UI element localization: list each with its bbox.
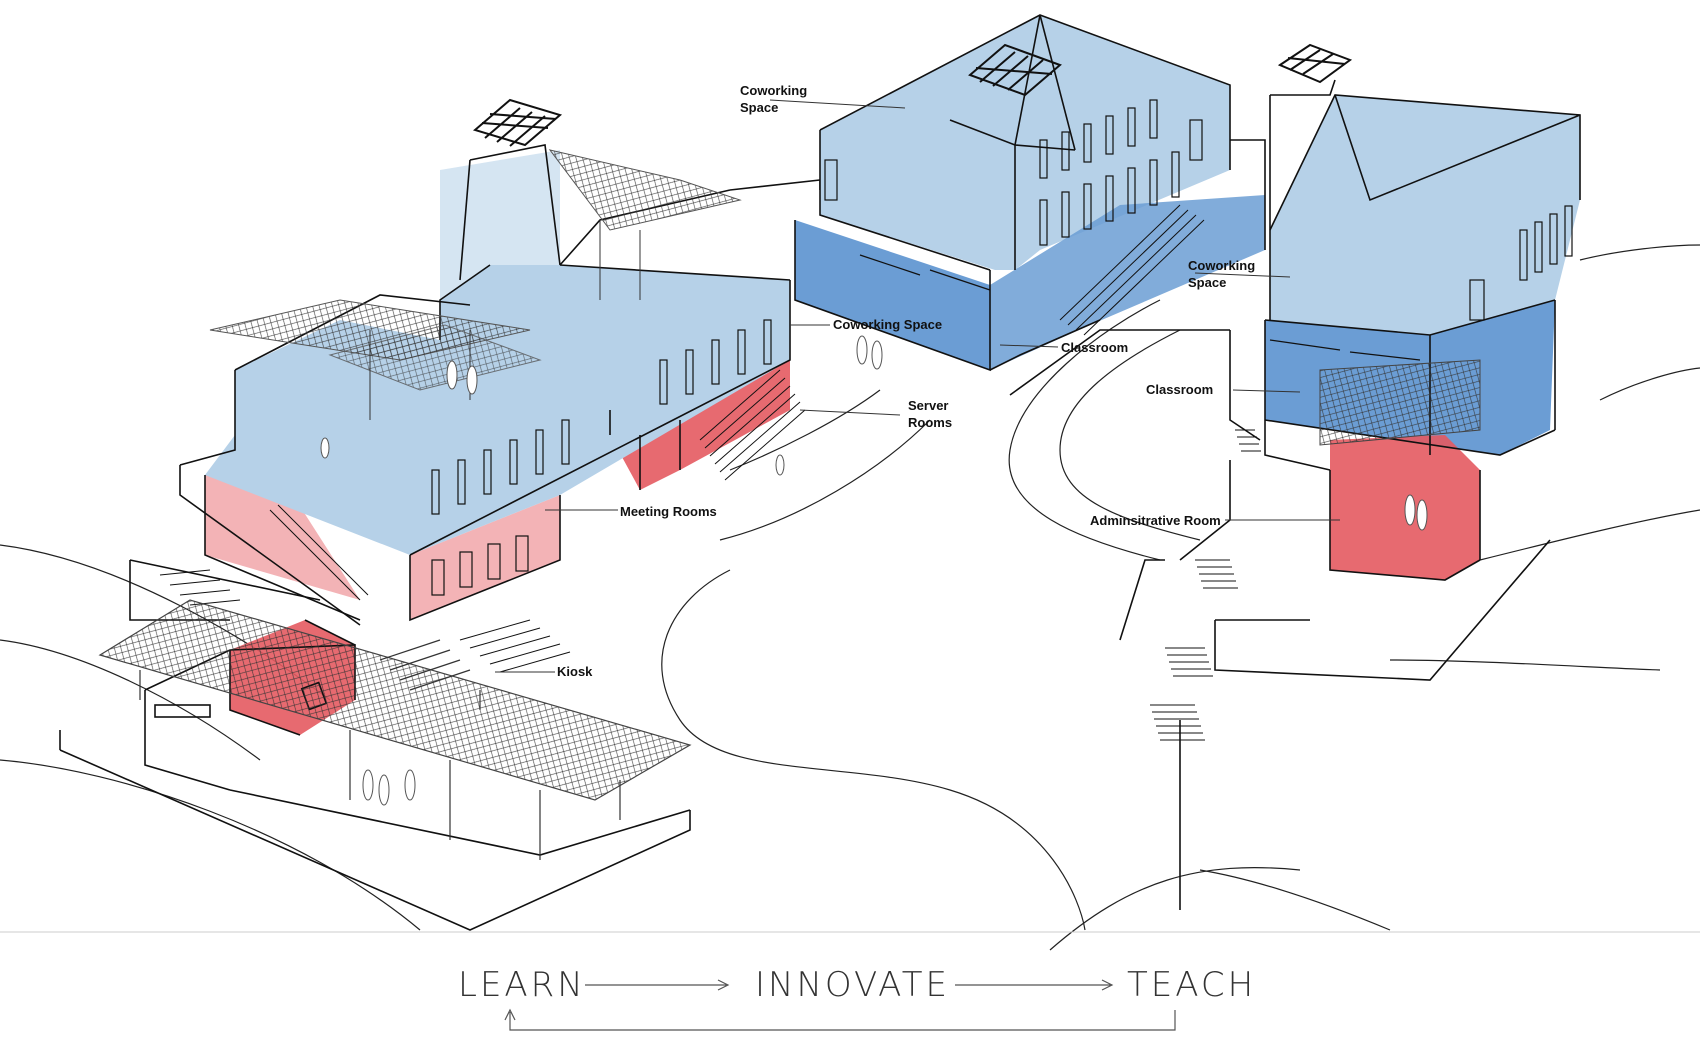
pergola-right: [1319, 359, 1481, 446]
arrow-innovate-teach: [955, 979, 1114, 991]
label-coworking-right: Coworking Space: [1188, 257, 1255, 291]
label-administrative-room: Adminsitrative Room: [1090, 513, 1221, 528]
label-coworking-space-left: Coworking Space: [833, 317, 943, 332]
server-rooms-fill: [610, 360, 790, 490]
terrain-contours: [0, 244, 1700, 951]
pergola-left: [209, 149, 742, 420]
stair-flights: [159, 429, 1261, 741]
label-coworking-right-line2: Space: [1188, 275, 1227, 290]
people-silhouettes: [320, 335, 1428, 806]
arrow-learn-innovate: [585, 979, 730, 991]
solar-frame-center: [968, 43, 1062, 97]
solar-frame-right: [1277, 43, 1353, 84]
label-server-rooms: Server Rooms: [908, 397, 952, 431]
label-coworking-top-line1: Coworking: [740, 83, 808, 98]
center-building: [794, 14, 1266, 372]
meeting-rooms-fill: [205, 475, 360, 600]
label-kiosk: Kiosk: [557, 664, 593, 679]
right-building: [1264, 43, 1581, 581]
site-platforms: [59, 329, 1551, 931]
label-meeting-rooms: Meeting Rooms: [620, 504, 717, 519]
label-server-rooms-line1: Server: [908, 398, 949, 413]
leader-lines: [495, 99, 1340, 673]
label-coworking-top-line2: Space: [740, 100, 779, 115]
flow-learn: LEARN: [458, 965, 586, 1005]
flow-arrows: [504, 979, 1176, 1031]
label-classroom-right: Classroom: [1146, 382, 1214, 397]
label-classroom-center: Classroom: [1061, 340, 1129, 355]
flow-teach: TEACH: [1127, 965, 1257, 1005]
solar-frame-left: [472, 98, 563, 147]
flow-innovate: INNOVATE: [755, 965, 951, 1005]
label-server-rooms-line2: Rooms: [908, 415, 953, 430]
label-coworking-top: Coworking Space: [740, 82, 807, 116]
classroom-fill: [795, 220, 990, 370]
kiosk-canopy: [98, 599, 692, 801]
kiosk-building: [98, 599, 692, 860]
arrow-teach-learn: [504, 1008, 1176, 1031]
label-coworking-right-line1: Coworking: [1188, 258, 1256, 273]
